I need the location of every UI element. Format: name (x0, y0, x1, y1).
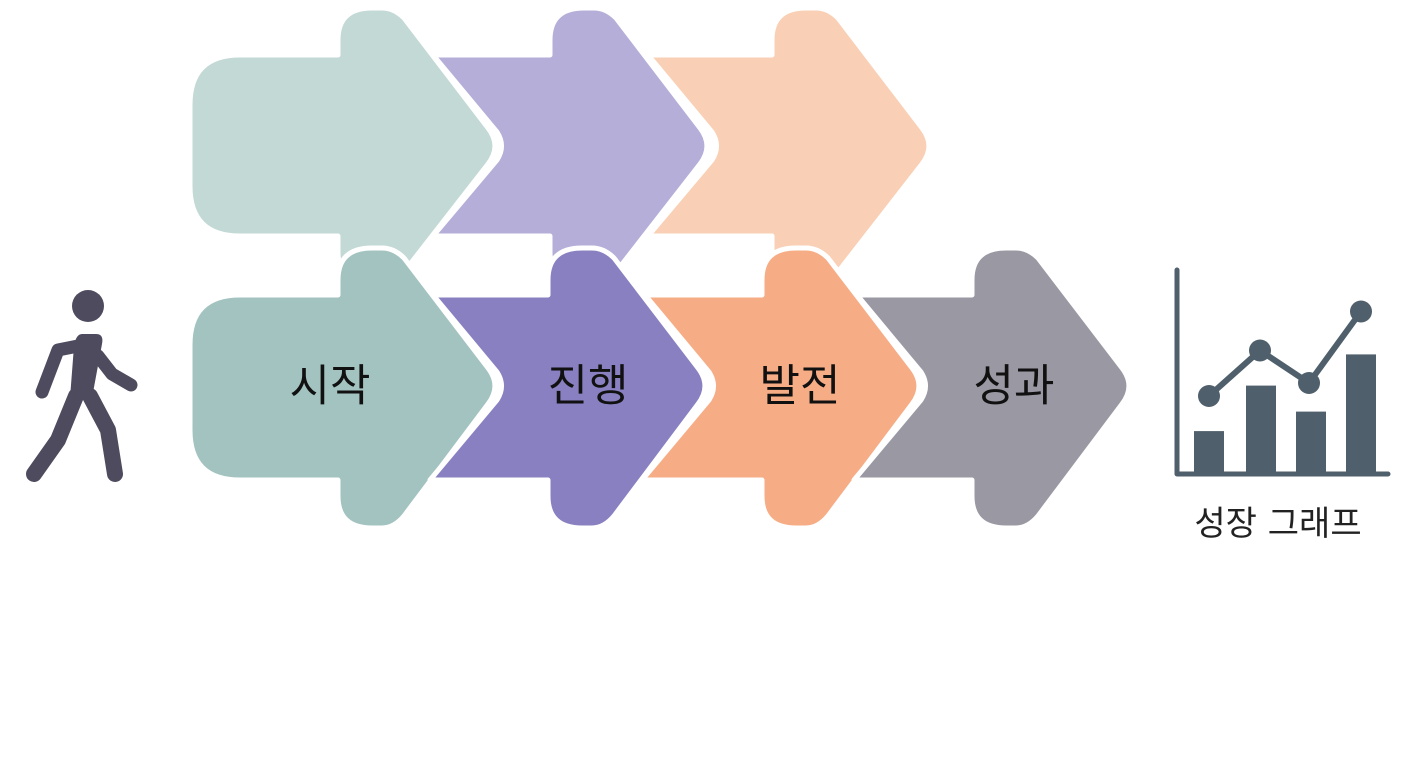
growth-chart-icon (1174, 267, 1391, 477)
growth-graph-label: 성장 그래프 (1194, 504, 1361, 544)
growth-chart-bar (1194, 431, 1224, 474)
growth-chart-bar (1346, 354, 1376, 474)
growth-chart-bar (1246, 385, 1276, 474)
stage-arrow-growth (639, 245, 922, 531)
growth-chart-line (1206, 308, 1364, 399)
growth-chart-point (1249, 339, 1271, 362)
stage-label-result: 성과 (974, 361, 1055, 412)
stage-arrow-progress (427, 245, 708, 531)
ghost-arrow-row (187, 5, 932, 287)
ghost-arrow-start (187, 5, 498, 287)
stage-arrow-result (851, 245, 1132, 531)
stage-label-progress: 진행 (548, 361, 629, 412)
stage-arrow-start (187, 245, 498, 531)
walking-person-icon (26, 290, 138, 482)
growth-chart-point (1298, 372, 1320, 394)
growth-chart-bar (1296, 411, 1326, 474)
stage-label-growth: 발전 (760, 361, 841, 412)
stage-label-start: 시작 (290, 361, 371, 412)
growth-chart-point (1350, 300, 1372, 323)
growth-chart-point (1198, 385, 1220, 407)
stage-arrow-row (187, 245, 1132, 531)
